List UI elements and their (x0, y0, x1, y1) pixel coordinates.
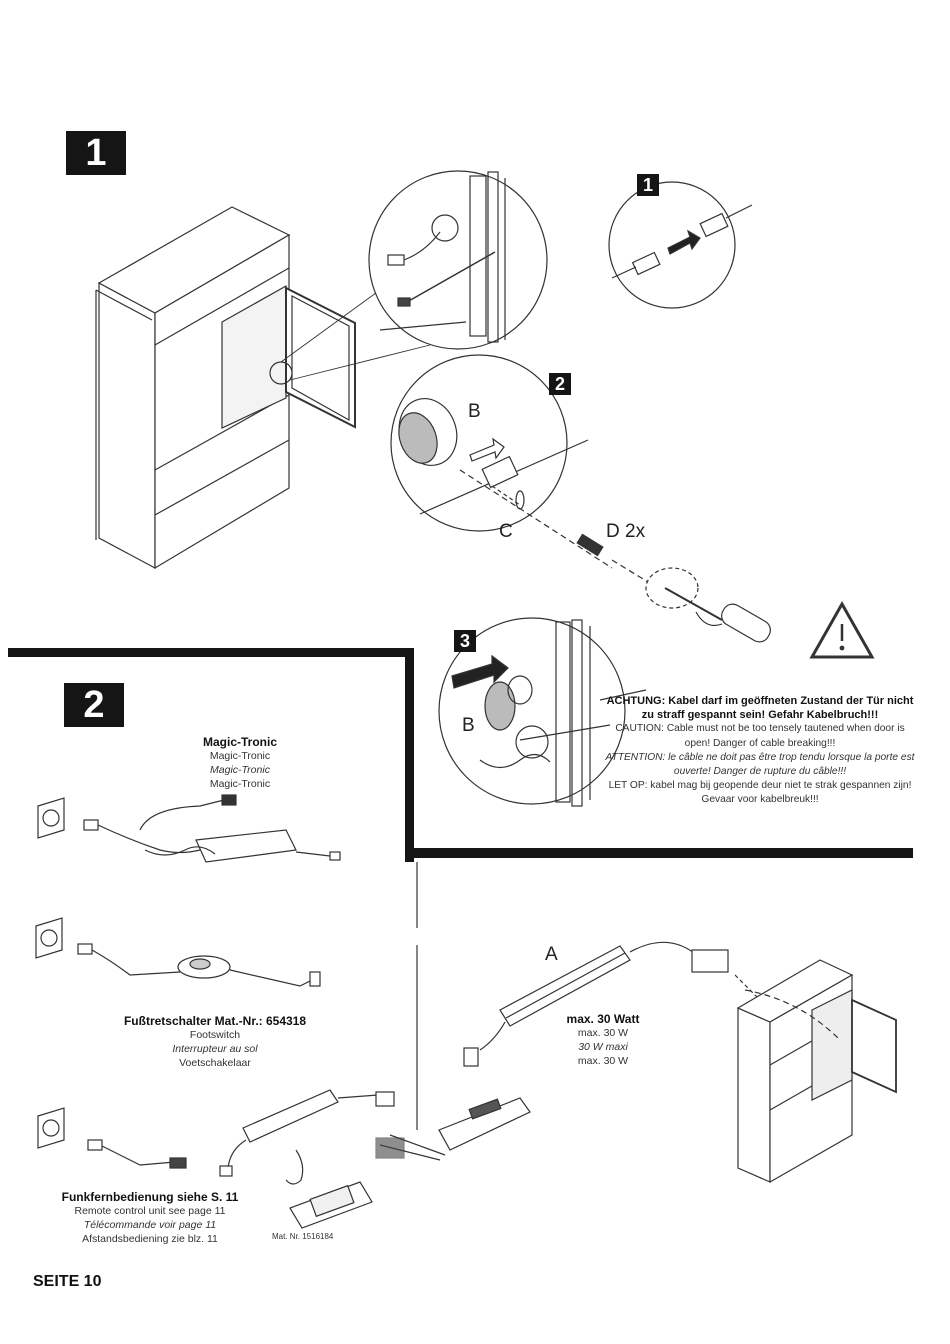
step1-circle (608, 181, 753, 309)
magic-tronic-device (83, 794, 341, 863)
remote-title: Funkfernbedienung siehe S. 11 (61, 1190, 239, 1204)
power-fr: 30 W maxi (578, 1041, 628, 1053)
step-3-badge: 3 (454, 630, 476, 652)
part-label-b-top: B (468, 401, 481, 422)
cabinet-drawing (95, 206, 431, 570)
section-2-badge: 2 (64, 683, 124, 727)
remote-label: Funkfernbedienung siehe S. 11 Remote con… (40, 1190, 260, 1246)
remote-fr: Télécommande voir page 11 (83, 1219, 217, 1231)
footswitch-device (77, 943, 321, 987)
section-frame (8, 648, 913, 862)
part-label-c: C (499, 521, 513, 542)
magic-tronic-label: Magic-Tronic Magic-Tronic Magic-Tronic M… (170, 735, 310, 791)
footswitch-nl: Voetschakelaar (179, 1057, 251, 1069)
step-2-badge: 2 (549, 373, 571, 395)
detail-circle-top (368, 170, 548, 350)
warning-en: CAUTION: Cable must not be too tensely t… (615, 723, 905, 749)
part-label-b-bottom: B (462, 715, 475, 736)
magic-tronic-nl: Magic-Tronic (209, 778, 271, 790)
magic-tronic-fr: Magic-Tronic (210, 764, 270, 776)
cable-warning-text: ACHTUNG: Kabel darf im geöffneten Zustan… (604, 694, 916, 808)
part-label-a: A (545, 944, 558, 965)
power-en: max. 30 W (577, 1027, 629, 1039)
wall-socket-icon (35, 797, 65, 1149)
remote-control-setup (87, 1089, 531, 1229)
section-1-badge: 1 (66, 131, 126, 175)
step-1-badge: 1 (637, 174, 659, 196)
footswitch-fr: Interrupteur au sol (172, 1043, 258, 1055)
footswitch-en: Footswitch (189, 1029, 241, 1041)
remote-nl: Afstandsbediening zie blz. 11 (82, 1233, 218, 1245)
power-title: max. 30 Watt (566, 1012, 640, 1026)
power-label: max. 30 Watt max. 30 W 30 W maxi max. 30… (548, 1012, 658, 1068)
footswitch-label: Fußtretschalter Mat.-Nr.: 654318 Footswi… (85, 1014, 345, 1070)
part-label-d: D 2x (606, 521, 646, 542)
warning-nl: LET OP: kabel mag bij geopende deur niet… (608, 780, 912, 806)
warning-title-de: ACHTUNG: Kabel darf im geöffneten Zustan… (606, 695, 914, 722)
magic-tronic-en: Magic-Tronic (209, 750, 271, 762)
warning-triangle-icon (809, 600, 875, 659)
page-number: SEITE 10 (33, 1273, 102, 1290)
light-bar-assembly (463, 941, 897, 1184)
magic-tronic-title: Magic-Tronic (202, 735, 277, 749)
step2-circle (390, 354, 649, 583)
power-nl: max. 30 W (577, 1055, 629, 1067)
footswitch-title: Fußtretschalter Mat.-Nr.: 654318 (123, 1014, 307, 1028)
material-number: Mat. Nr. 1516184 (272, 1232, 334, 1241)
screwdriver-icon (645, 567, 771, 643)
remote-en: Remote control unit see page 11 (74, 1205, 226, 1217)
warning-fr: ATTENTION: le câble ne doit pas être tro… (605, 751, 915, 778)
step3-circle (438, 617, 647, 807)
